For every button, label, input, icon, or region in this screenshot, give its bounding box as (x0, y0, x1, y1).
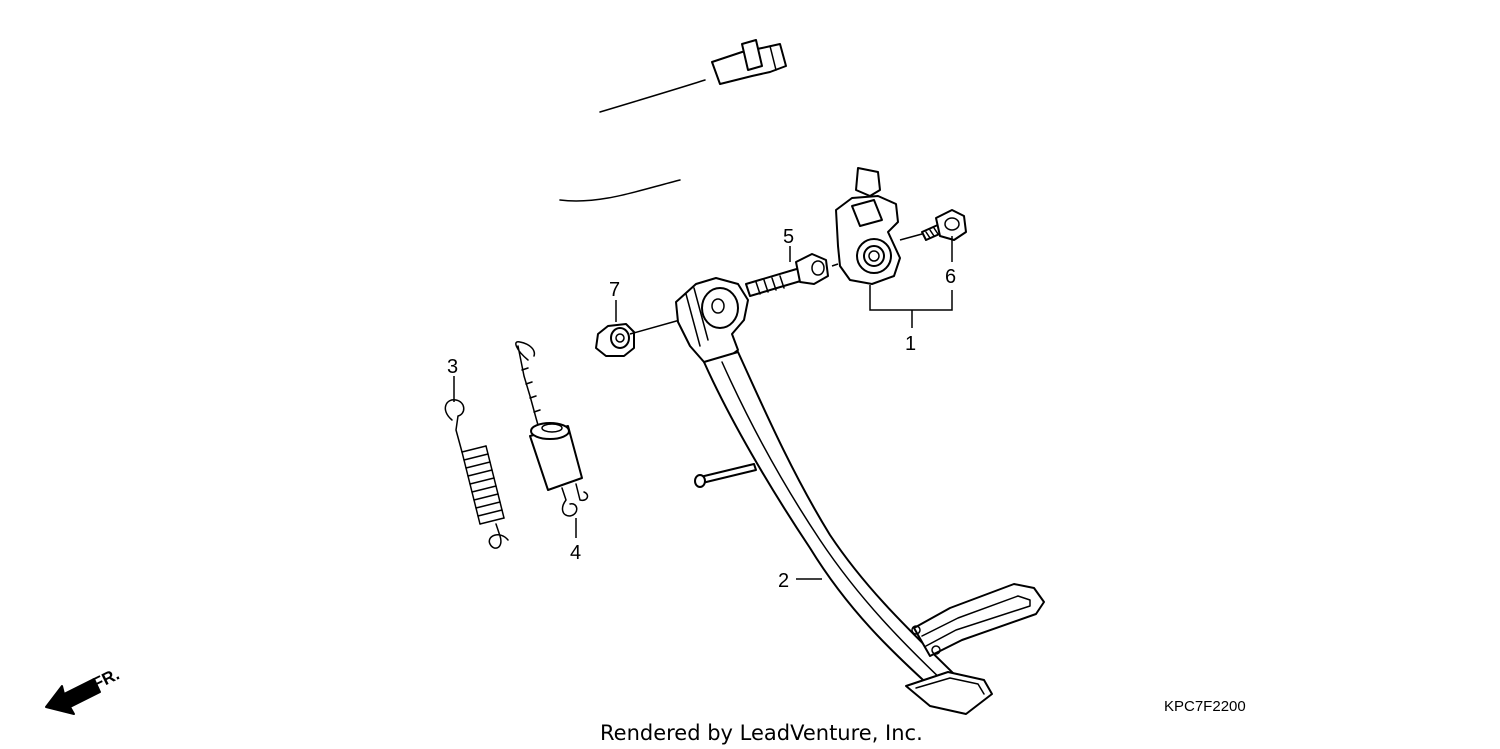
callout-5: 5 (783, 226, 794, 248)
front-arrow-icon (45, 678, 101, 715)
callout-1: 1 (905, 333, 916, 355)
switch-wire-harness (516, 39, 881, 224)
front-direction-indicator: FR. (45, 665, 122, 715)
render-credit: Rendered by LeadVenture, Inc. (600, 721, 923, 745)
callout-2: 2 (778, 570, 789, 592)
callout-7: 7 (609, 279, 620, 301)
switch-screw (899, 209, 967, 241)
pivot-bolt (745, 253, 839, 297)
side-stand-switch (835, 167, 901, 285)
callout-leaders (453, 236, 953, 580)
diagram-code: KPC7F2200 (1164, 698, 1246, 715)
pivot-nut (595, 319, 681, 357)
callout-4: 4 (570, 542, 581, 564)
stand-spring-inner (515, 341, 589, 517)
stand-spring-outer (444, 399, 509, 549)
callout-6: 6 (945, 266, 956, 288)
side-stand (675, 277, 1045, 715)
callout-3: 3 (447, 356, 458, 378)
